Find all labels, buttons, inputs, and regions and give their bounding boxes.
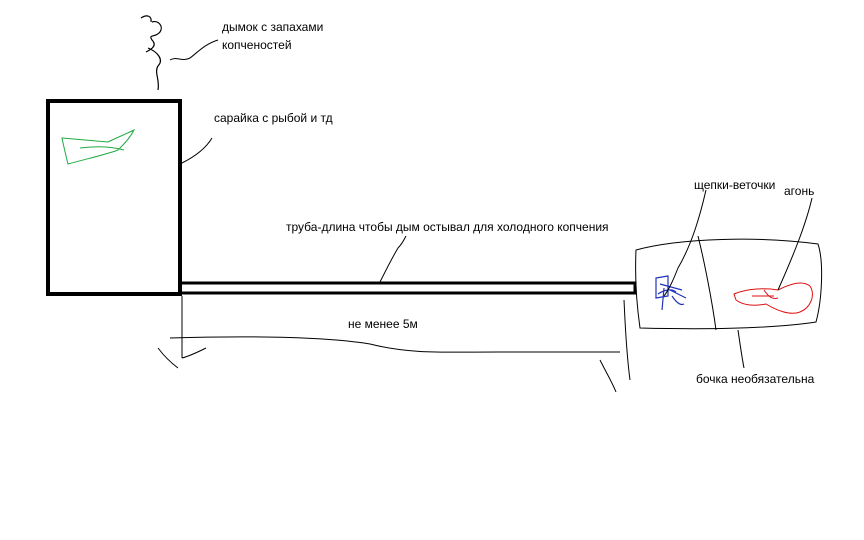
chips-label: щепки-веточки [694, 178, 776, 192]
distance-label: не менее 5м [348, 317, 418, 331]
smoke-label-line2: копченостей [222, 38, 292, 52]
distance-left-tick [157, 296, 207, 369]
chips-leader-line [663, 189, 707, 297]
pipe-label: труба-длина чтобы дым остывал для холодн… [286, 220, 609, 234]
chips-drawing [655, 275, 687, 311]
barrel-label: бочка необязательна [696, 372, 815, 386]
fire-leader-line [777, 197, 813, 291]
barrel-outline [635, 238, 823, 330]
fire-drawing [733, 282, 813, 314]
distance-line [169, 336, 620, 353]
smoke-squiggle [140, 15, 162, 91]
pipe [178, 281, 637, 295]
shed-box [46, 99, 182, 296]
smoke-leader-line [169, 39, 219, 61]
barrel-divider [697, 235, 717, 331]
distance-right-tick [599, 299, 631, 393]
smoke-label: дымок с запахами [222, 20, 324, 34]
barrel-leader-line [737, 329, 745, 369]
shed-leader-line [181, 137, 213, 164]
pipe-leader-line [379, 235, 407, 283]
fish-drawing [61, 128, 136, 165]
shed-label: сарайка с рыбой и тд [214, 111, 333, 125]
fire-label: агонь [784, 184, 815, 198]
